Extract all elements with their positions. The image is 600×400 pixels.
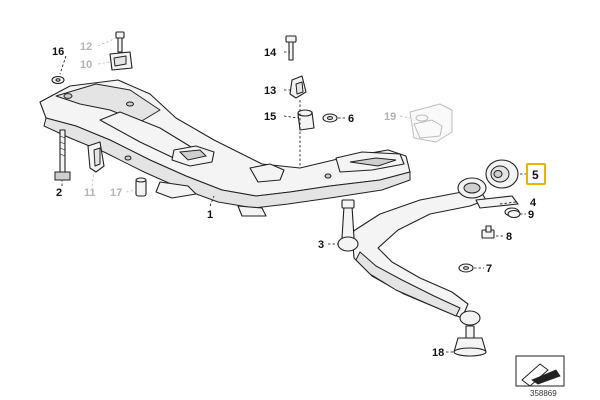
leader-lines bbox=[59, 37, 528, 353]
callout-18[interactable]: 18 bbox=[432, 347, 444, 359]
axle-carrier-part[interactable] bbox=[39, 79, 411, 217]
bracket-10-part[interactable] bbox=[109, 51, 133, 71]
callout-16[interactable]: 16 bbox=[52, 46, 64, 58]
mount-19-part[interactable] bbox=[409, 103, 453, 143]
bolt-12-part[interactable] bbox=[115, 31, 125, 53]
bolt-2-part[interactable] bbox=[54, 129, 71, 181]
callout-labels: 16 12 10 2 11 17 1 14 13 15 6 19 3 5 4 9… bbox=[52, 41, 546, 359]
control-arm-4-part[interactable] bbox=[337, 177, 487, 326]
callout-7[interactable]: 7 bbox=[486, 263, 492, 275]
highlight-box bbox=[526, 163, 546, 185]
callout-4[interactable]: 4 bbox=[530, 197, 537, 209]
view-orientation-icon bbox=[515, 355, 565, 387]
callout-14[interactable]: 14 bbox=[264, 47, 277, 59]
callout-8[interactable]: 8 bbox=[506, 231, 512, 243]
bracket-13-part[interactable] bbox=[289, 75, 307, 99]
washer-6-part[interactable] bbox=[322, 113, 338, 123]
callout-13[interactable]: 13 bbox=[264, 85, 276, 97]
sleeve-17-part[interactable] bbox=[135, 177, 147, 197]
callout-3[interactable]: 3 bbox=[318, 239, 324, 251]
callout-2[interactable]: 2 bbox=[56, 187, 62, 199]
nut-9-part[interactable] bbox=[507, 209, 521, 219]
callout-19[interactable]: 19 bbox=[384, 111, 396, 123]
bushing-5-part[interactable] bbox=[485, 159, 519, 189]
callout-10[interactable]: 10 bbox=[80, 59, 92, 71]
callout-5[interactable]: 5 bbox=[532, 168, 539, 182]
bolt-8-part[interactable] bbox=[481, 225, 495, 239]
ball-joint-18-part[interactable] bbox=[453, 325, 487, 357]
callout-17[interactable]: 17 bbox=[110, 187, 122, 199]
diagram-number: 358869 bbox=[530, 389, 557, 398]
callout-6[interactable]: 6 bbox=[348, 113, 354, 125]
callout-9[interactable]: 9 bbox=[528, 209, 534, 221]
nut-7-part[interactable] bbox=[458, 263, 474, 273]
callout-11[interactable]: 11 bbox=[84, 187, 96, 199]
bolt-14-part[interactable] bbox=[285, 35, 297, 61]
rubber-mount-15-part[interactable] bbox=[297, 109, 315, 131]
callout-15[interactable]: 15 bbox=[264, 111, 276, 123]
nut-16-part[interactable] bbox=[51, 75, 65, 85]
callout-12[interactable]: 12 bbox=[80, 41, 92, 53]
callout-1[interactable]: 1 bbox=[207, 209, 213, 221]
mount-11-part[interactable] bbox=[87, 141, 105, 173]
